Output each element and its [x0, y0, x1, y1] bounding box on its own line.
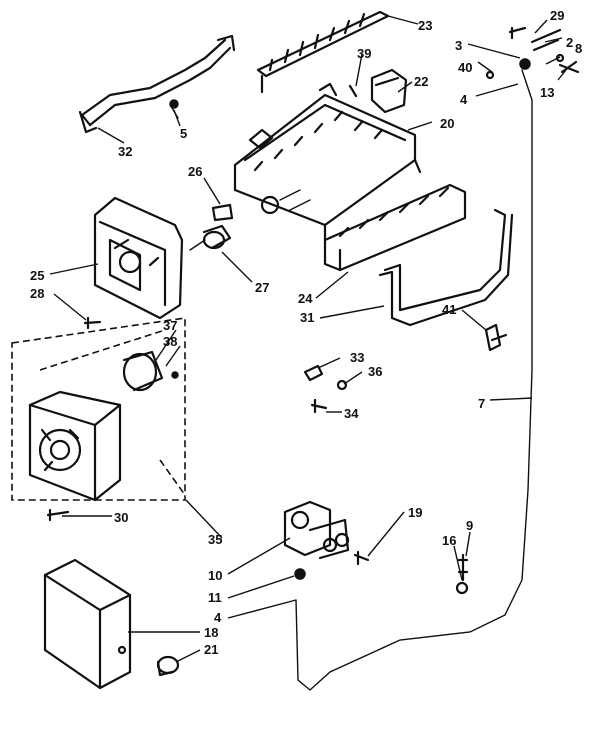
callout-28: 28 [30, 286, 44, 301]
callout-16: 16 [442, 533, 456, 548]
part-25-housing [93, 196, 184, 320]
callout-32: 32 [118, 144, 132, 159]
part-24-bracket [323, 183, 467, 272]
part-22-fill-cup [370, 68, 408, 114]
part-41-clip [484, 323, 508, 352]
part-20-ice-mold [233, 82, 422, 242]
callout-35: 35 [208, 532, 222, 547]
callout-39: 39 [357, 46, 371, 61]
callout-20: 20 [440, 116, 454, 131]
part-39-screw [348, 84, 358, 98]
callout-labels: 23 29 3 2 39 8 40 22 13 4 20 5 32 26 25 … [30, 8, 582, 657]
callout-11: 11 [208, 590, 222, 605]
part-3-nut [519, 58, 531, 70]
leader-lines [49, 15, 567, 663]
callout-30: 30 [114, 510, 128, 525]
part-19-screw [353, 550, 370, 566]
part-2-fitting [530, 28, 562, 52]
callout-41: 41 [442, 302, 456, 317]
part-30-screw [46, 508, 70, 522]
callout-27: 27 [255, 280, 269, 295]
callout-5: 5 [180, 126, 187, 141]
part-18-cover [43, 558, 132, 690]
callout-22: 22 [414, 74, 428, 89]
callout-23: 23 [418, 18, 432, 33]
part-7-water-tube [295, 69, 533, 691]
part-21-knob [156, 655, 180, 677]
part-13-fitting [558, 60, 580, 74]
part-37-timer-motor [122, 350, 179, 392]
part-28-screw [83, 316, 102, 330]
callout-13: 13 [540, 85, 554, 100]
callout-36: 36 [368, 364, 382, 379]
callout-40: 40 [458, 60, 472, 75]
part-11-washer [294, 568, 306, 580]
part-16-nut [455, 581, 469, 595]
part-27-motor [189, 224, 232, 251]
callout-33: 33 [350, 350, 364, 365]
part-5-screw [169, 99, 179, 119]
part-31-feeler-arm [378, 208, 514, 327]
part-10-water-valve [283, 500, 350, 560]
callout-34: 34 [344, 406, 359, 421]
callout-9: 9 [466, 518, 473, 533]
part-40-screw [485, 70, 495, 80]
callout-24: 24 [298, 291, 313, 306]
part-9-fitting [457, 553, 469, 582]
callout-4-upper: 4 [460, 92, 468, 107]
callout-7: 7 [478, 396, 485, 411]
callout-26: 26 [188, 164, 202, 179]
callout-3: 3 [455, 38, 462, 53]
callout-10: 10 [208, 568, 222, 583]
callout-38: 38 [163, 334, 177, 349]
part-32-shutoff-arm [78, 34, 236, 134]
part-36-nut [336, 379, 348, 391]
callout-25: 25 [30, 268, 44, 283]
part-33-bracket [303, 364, 324, 382]
callout-19: 19 [408, 505, 422, 520]
part-26-shaft [211, 203, 234, 222]
part-35-module-box [11, 317, 186, 502]
part-34-screw [310, 398, 328, 414]
callout-2: 2 [566, 35, 573, 50]
callout-8: 8 [575, 41, 582, 56]
callout-21: 21 [204, 642, 218, 657]
callout-31: 31 [300, 310, 314, 325]
callout-29: 29 [550, 8, 564, 23]
callout-18: 18 [204, 625, 218, 640]
part-29-screw [508, 26, 527, 40]
callout-37: 37 [163, 318, 177, 333]
callout-4-lower: 4 [214, 610, 222, 625]
